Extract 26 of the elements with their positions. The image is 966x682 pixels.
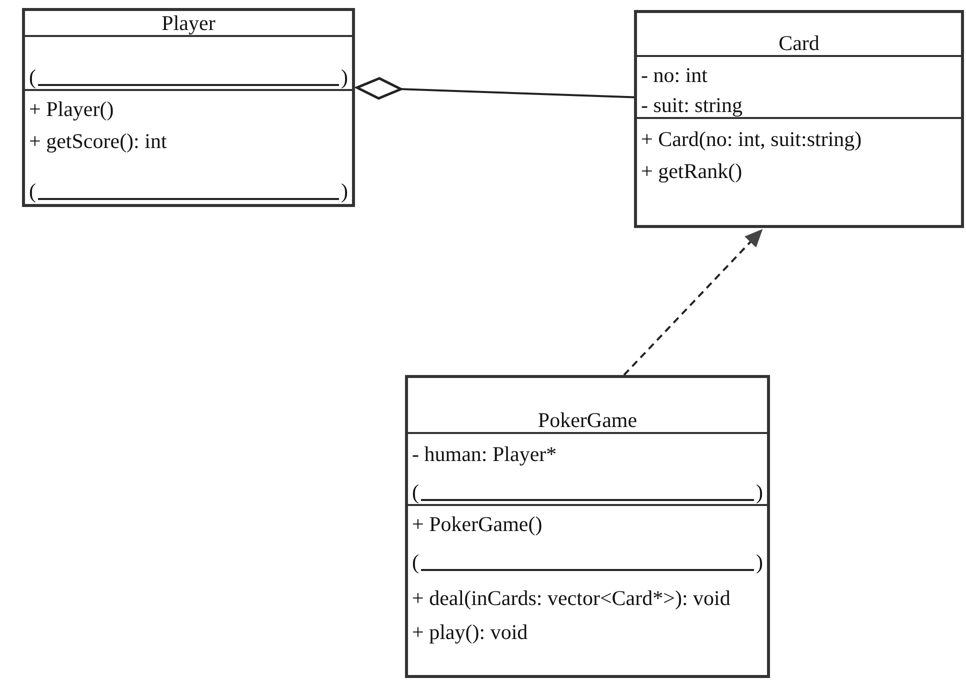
dashed-arrow — [623, 228, 764, 376]
member-text: + getScore(): int — [29, 129, 167, 153]
bracket: ( — [29, 179, 36, 203]
member-text: - suit: string — [641, 93, 743, 117]
member-text: + deal(inCards: vector<Card*>): void — [412, 586, 730, 610]
member-text: + play(): void — [412, 620, 528, 644]
bracket: ) — [756, 480, 763, 504]
member-text: - no: int — [641, 63, 708, 87]
class-box — [22, 8, 355, 207]
class-box — [634, 10, 964, 228]
member-text: - human: Player* — [412, 442, 557, 466]
member-text: + Player() — [29, 97, 114, 121]
class-box — [405, 375, 770, 678]
bracket: ( — [412, 550, 419, 574]
class-name: Player — [162, 11, 216, 35]
bracket: ) — [756, 550, 763, 574]
member-text: + getRank() — [641, 159, 742, 183]
bracket: ( — [412, 480, 419, 504]
member-text: + PokerGame() — [412, 512, 542, 536]
aggregation-line — [356, 77, 634, 100]
bracket: ) — [341, 179, 348, 203]
bracket: ( — [29, 65, 36, 89]
class-name: PokerGame — [538, 408, 638, 432]
member-text: + Card(no: int, suit:string) — [641, 127, 862, 151]
class-name: Card — [778, 31, 820, 55]
bracket: ) — [341, 65, 348, 89]
